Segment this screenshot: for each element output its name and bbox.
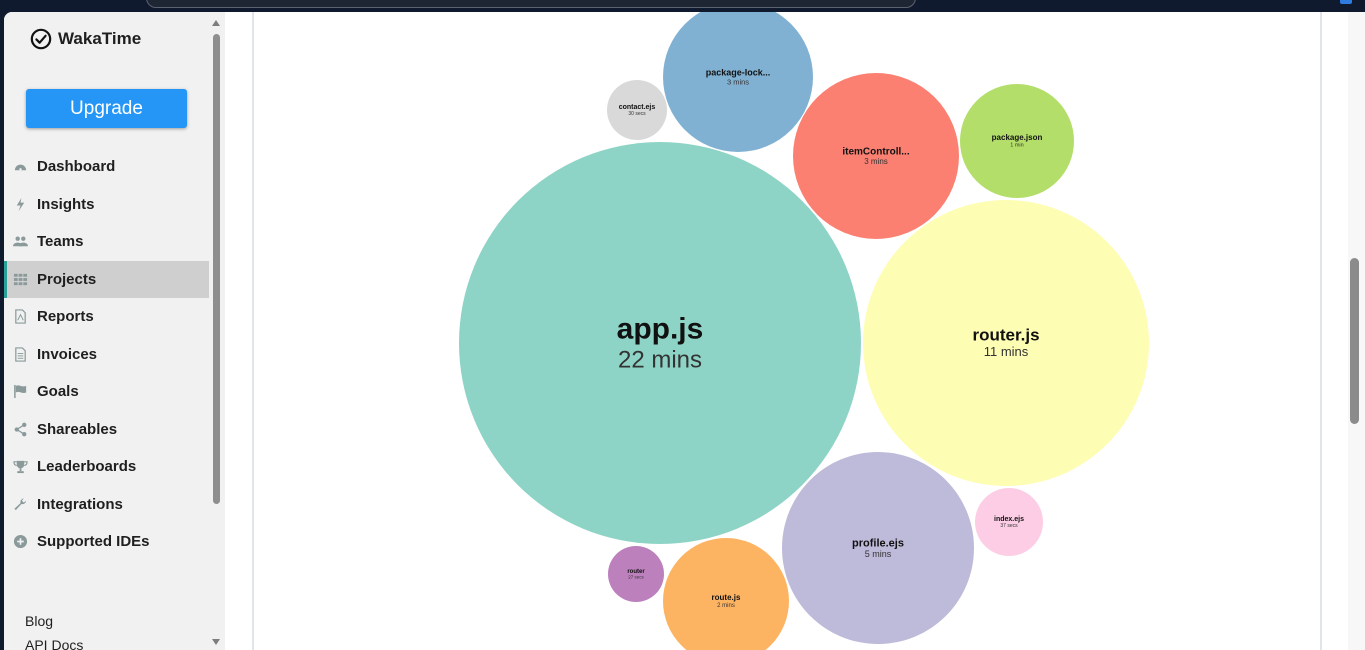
sidebar-item-insights[interactable]: Insights <box>4 186 209 224</box>
sidebar-item-label: Dashboard <box>37 158 116 176</box>
sidebar-item-label: Supported IDEs <box>37 533 150 551</box>
sidebar-item-goals[interactable]: Goals <box>4 373 209 411</box>
file-bubble-time: 1 min <box>1010 142 1023 148</box>
file-bubble-circle[interactable] <box>975 488 1043 556</box>
file-bubble-circle[interactable] <box>608 546 664 602</box>
sidebar-item-label: Shareables <box>37 420 118 438</box>
file-bubble[interactable]: itemControll...3 mins <box>793 73 959 239</box>
sidebar-item-integrations[interactable]: Integrations <box>4 486 209 524</box>
users-icon <box>13 234 28 249</box>
bolt-icon <box>13 197 28 212</box>
file-bubble-name: app.js <box>617 313 704 346</box>
sidebar-item-label: Insights <box>37 195 95 213</box>
sidebar-item-label: Teams <box>37 233 84 251</box>
file-bubble-name: package.json <box>992 133 1043 142</box>
file-bubble-name: router.js <box>972 325 1039 344</box>
app-name: WakaTime <box>58 29 142 48</box>
scroll-up-arrow-icon[interactable] <box>212 20 220 26</box>
file-bubble-time: 2 mins <box>717 603 735 609</box>
flag-icon <box>13 384 28 399</box>
file-bubble-time: 30 secs <box>628 111 646 117</box>
sidebar-item-projects[interactable]: Projects <box>4 260 209 298</box>
sidebar-item-leaderboards[interactable]: Leaderboards <box>4 448 209 486</box>
file-bubble-name: itemControll... <box>842 147 909 158</box>
sidebar-scrollbar-thumb[interactable] <box>213 34 220 504</box>
footer-links: Blog API Docs <box>25 613 83 650</box>
file-bubble-time: 5 mins <box>865 549 892 559</box>
file-bubble-time: 11 mins <box>984 344 1029 359</box>
sidebar-item-reports[interactable]: Reports <box>4 298 209 336</box>
file-bubble-time: 37 secs <box>1000 523 1018 529</box>
sidebar-item-label: Invoices <box>37 345 98 363</box>
sidebar-item-label: Goals <box>37 383 79 401</box>
plus-circle-icon <box>13 534 28 549</box>
file-bubble-name: router <box>627 569 645 575</box>
file-bubble[interactable]: route.js2 mins <box>663 538 789 650</box>
file-bubble-circle[interactable] <box>793 73 959 239</box>
sidebar-item-label: Integrations <box>37 495 123 513</box>
blog-link[interactable]: Blog <box>25 613 54 629</box>
address-bar[interactable] <box>146 0 916 8</box>
sidebar-item-shareables[interactable]: Shareables <box>4 411 209 449</box>
sidebar-item-label: Leaderboards <box>37 458 137 476</box>
file-bubble-circle[interactable] <box>960 84 1074 198</box>
share-icon <box>13 422 28 437</box>
grid-icon <box>13 272 28 287</box>
dashboard-icon <box>13 159 28 174</box>
file-bubble-time: 27 secs <box>628 575 644 580</box>
file-bubble-name: index.ejs <box>994 516 1024 523</box>
sidebar-item-label: Projects <box>37 270 97 288</box>
browser-top-bar <box>0 0 1365 12</box>
file-bubble-time: 3 mins <box>864 157 888 166</box>
logo[interactable]: WakaTime <box>30 28 141 50</box>
sidebar-item-supported-ides[interactable]: Supported IDEs <box>4 523 209 561</box>
api-docs-link[interactable]: API Docs <box>25 637 84 650</box>
file-bubble-circle[interactable] <box>782 452 974 644</box>
file-bubble-circle[interactable] <box>663 538 789 650</box>
sidebar-item-invoices[interactable]: Invoices <box>4 336 209 374</box>
file-bubble[interactable]: package-lock...3 mins <box>663 12 813 152</box>
upgrade-button[interactable]: Upgrade <box>26 89 187 128</box>
file-bubble-circle[interactable] <box>607 80 667 140</box>
scroll-down-arrow-icon[interactable] <box>212 639 220 645</box>
file-bubble-time: 22 mins <box>618 346 702 373</box>
file-bubble-name: contact.ejs <box>619 104 656 111</box>
wrench-icon <box>13 497 28 512</box>
file-bubble-circle[interactable] <box>459 142 861 544</box>
sidebar-item-dashboard[interactable]: Dashboard <box>4 148 209 186</box>
file-bubble-name: profile.ejs <box>852 537 904 549</box>
pdf-icon <box>13 309 28 324</box>
trophy-icon <box>13 459 28 474</box>
extension-icon[interactable] <box>1340 0 1352 4</box>
page-scrollbar-thumb[interactable] <box>1350 258 1359 424</box>
file-bubble-name: route.js <box>712 593 741 602</box>
sidebar-item-label: Reports <box>37 308 94 326</box>
file-bubble-circle[interactable] <box>663 12 813 152</box>
sidebar-item-teams[interactable]: Teams <box>4 223 209 261</box>
file-bubble-time: 3 mins <box>727 78 749 87</box>
document-icon <box>13 347 28 362</box>
wakatime-logo-icon <box>30 28 52 50</box>
file-bubble-circle[interactable] <box>863 200 1149 486</box>
file-bubble-name: package-lock... <box>706 68 771 78</box>
